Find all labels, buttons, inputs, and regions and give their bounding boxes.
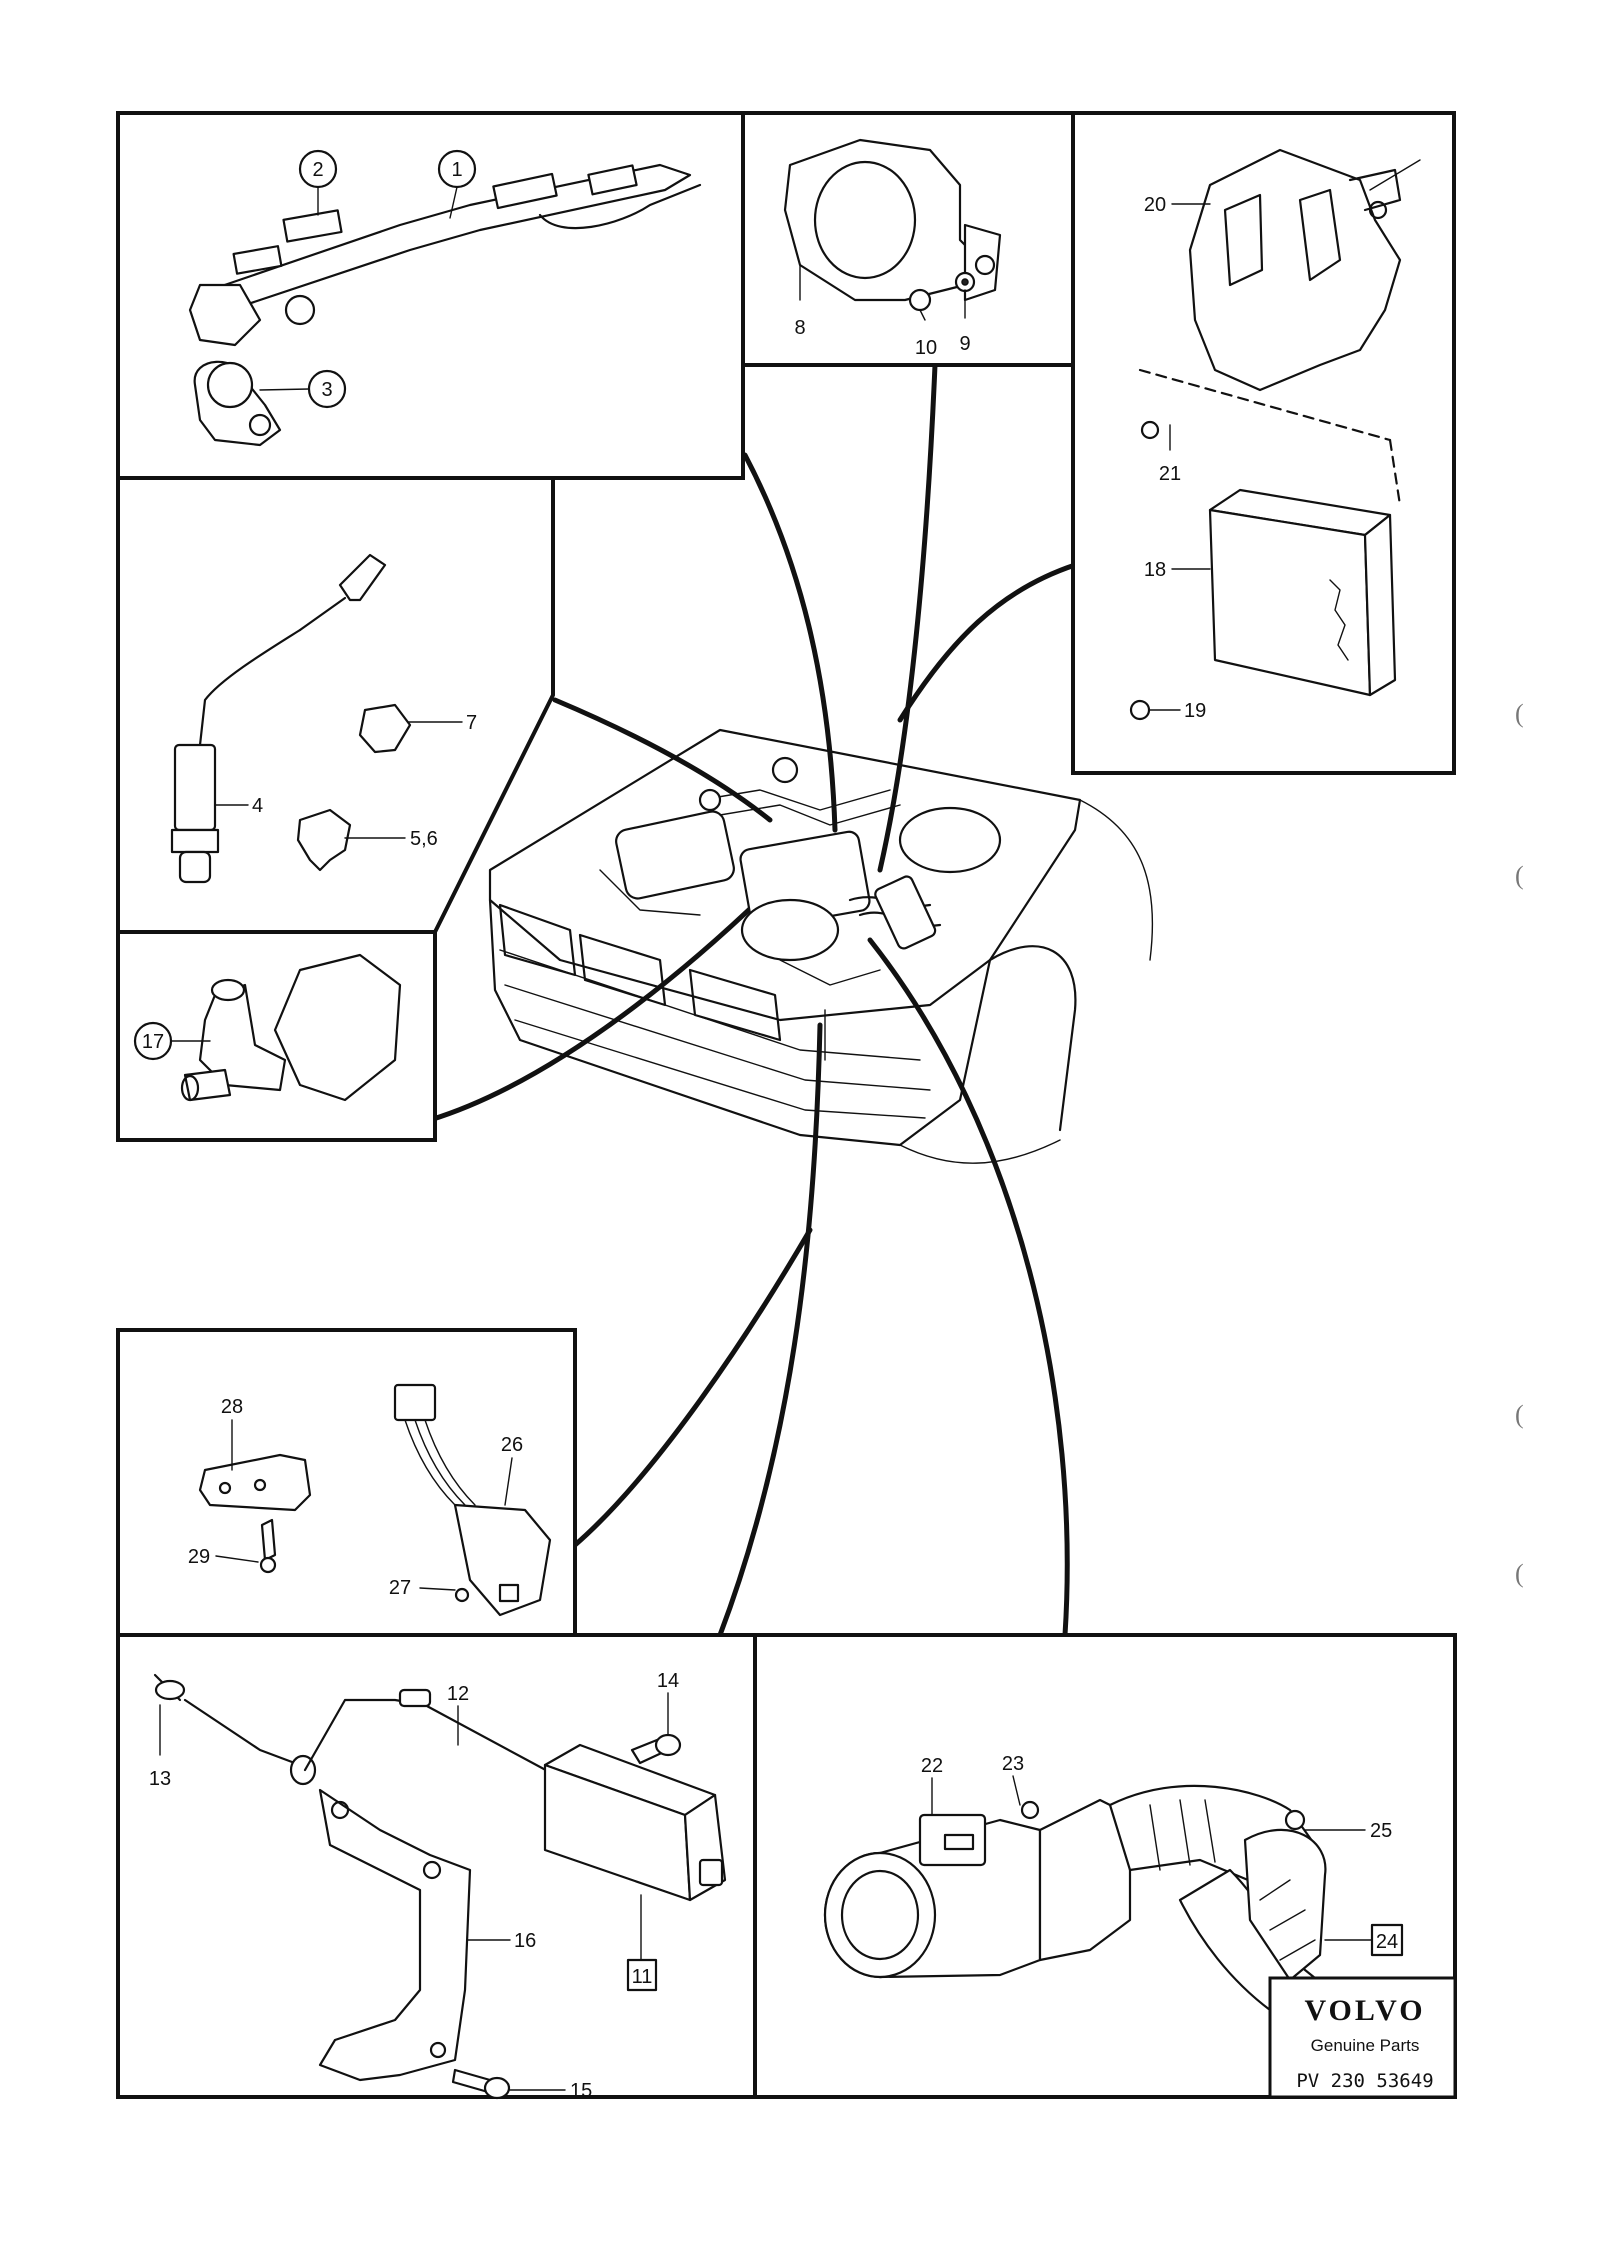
callout-29: 29 [188,1546,259,1568]
callout-2: 2 [298,149,338,216]
svg-text:2: 2 [312,159,323,181]
svg-text:8: 8 [794,317,805,339]
callout-17: 17 [133,1021,211,1061]
callout-1: 1 [437,149,477,219]
callout-12: 12 [447,1683,469,1746]
svg-text:9: 9 [959,333,970,355]
callout-14: 14 [657,1670,679,1736]
svg-text:10: 10 [915,337,937,359]
callout-24: 24 [1324,1923,1404,1957]
svg-text:15: 15 [570,2080,592,2102]
volvo-brand-block: VOLVO Genuine Parts PV 230 53649 [1268,1976,1457,2099]
svg-text:16: 16 [514,1930,536,1952]
lambda-sensor-drawing [170,553,412,884]
svg-text:1: 1 [451,159,462,181]
callout-11: 11 [626,1894,658,1992]
svg-text:18: 18 [1144,559,1166,581]
callout-20: 20 [1144,194,1211,216]
callout-28: 28 [221,1396,243,1471]
callout-26: 26 [501,1434,523,1506]
svg-text:28: 28 [221,1396,243,1418]
callout-9: 9 [959,289,971,355]
volvo-logo: VOLVO [1304,1994,1425,2027]
svg-text:11: 11 [632,1966,653,1988]
svg-text:14: 14 [657,1670,679,1692]
panel-connector-lines [427,362,1078,1638]
svg-text:26: 26 [501,1434,523,1456]
svg-text:(: ( [1515,1400,1524,1429]
svg-text:22: 22 [921,1755,943,1777]
callout-8: 8 [794,264,806,339]
callout-13: 13 [149,1704,171,1790]
svg-text:7: 7 [466,712,477,734]
svg-text:27: 27 [389,1577,411,1599]
callout-16: 16 [467,1930,536,1952]
callout-25: 25 [1304,1820,1392,1842]
diagram-reference-number: PV 230 53649 [1296,2070,1433,2092]
svg-text:29: 29 [188,1546,210,1568]
throttle-switch-drawing [783,138,1002,312]
callout-4: 4 [214,795,263,817]
callout-3: 3 [259,369,347,409]
callout-18: 18 [1144,559,1211,581]
svg-text:4: 4 [252,795,263,817]
margin-marks: ( ( ( ( [1515,699,1524,1588]
callout-21: 21 [1159,424,1181,485]
callout-15: 15 [509,2080,592,2102]
callout-19: 19 [1149,700,1206,722]
callout-23: 23 [1002,1753,1024,1806]
control-unit-bracket-drawing [1129,148,1421,721]
svg-text:(: ( [1515,1559,1524,1588]
genuine-parts-label: Genuine Parts [1311,2036,1420,2055]
svg-text:21: 21 [1159,463,1181,485]
svg-text:(: ( [1515,861,1524,890]
svg-text:17: 17 [142,1031,164,1053]
panel-lambda-sensor [116,476,555,934]
svg-text:(: ( [1515,699,1524,728]
svg-text:20: 20 [1144,194,1166,216]
fuel-rail-drawing [188,163,702,447]
svg-text:3: 3 [321,379,332,401]
svg-text:24: 24 [1376,1931,1398,1953]
callout-7: 7 [407,712,477,734]
callout-10: 10 [915,309,937,359]
svg-text:25: 25 [1370,1820,1392,1842]
callout-5-6: 5,6 [344,828,438,850]
callout-27: 27 [389,1577,456,1599]
air-mass-meter-drawing [823,1784,1332,2022]
svg-text:12: 12 [447,1683,469,1705]
callout-22: 22 [921,1755,943,1816]
svg-text:19: 19 [1184,700,1206,722]
car-engine-bay-illustration [488,728,1154,1164]
idle-valve-drawing [180,953,402,1102]
svg-text:23: 23 [1002,1753,1024,1775]
connector-kit-drawing [198,1383,552,1617]
mounting-bracket-drawing [153,1673,727,2100]
svg-text:5,6: 5,6 [410,828,438,850]
svg-text:13: 13 [149,1768,171,1790]
